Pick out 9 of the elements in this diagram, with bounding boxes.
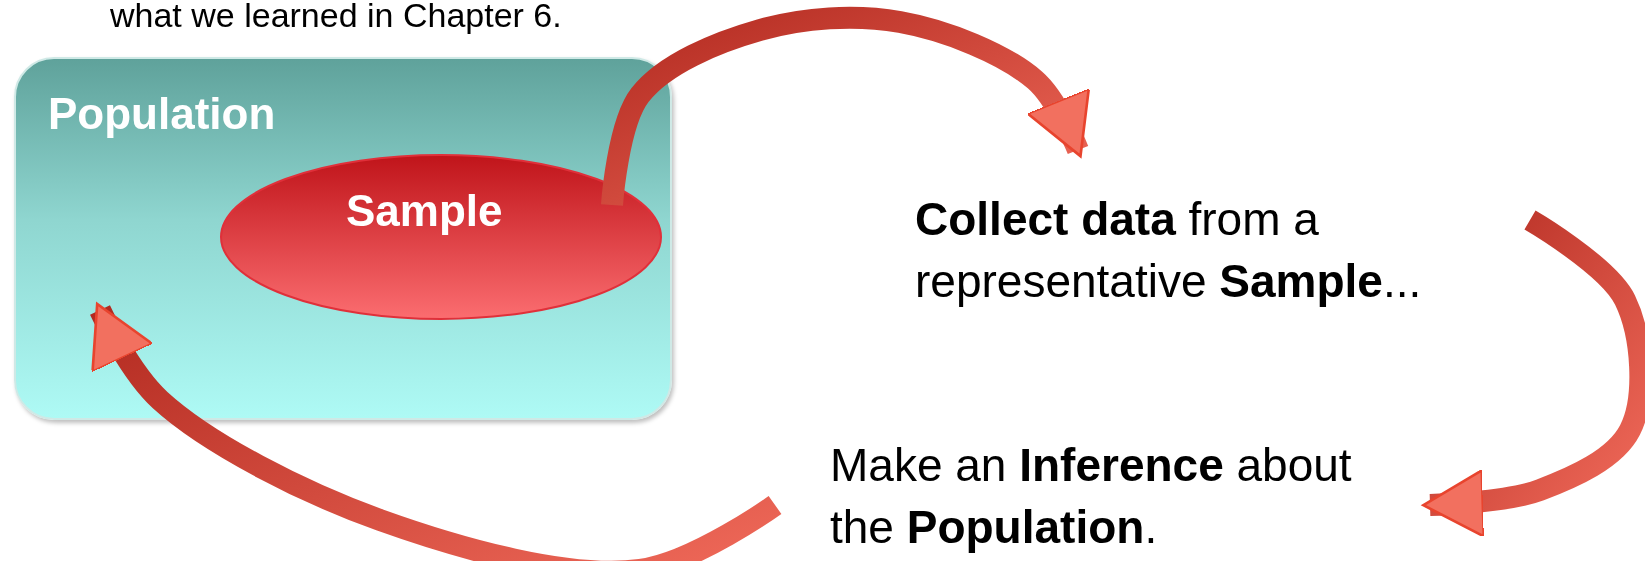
- population-box: [14, 57, 672, 420]
- note-text: what we learned in Chapter 6.: [110, 0, 562, 35]
- curved-arrow: [1422, 210, 1645, 538]
- curved-arrow: [601, 6, 1090, 206]
- sample-label: Sample: [346, 186, 503, 236]
- step-text: Collect data from a representative Sample...: [915, 192, 1423, 309]
- step-text: Make an Inference about the Population.: [830, 438, 1353, 555]
- population-heading: Population: [48, 89, 276, 139]
- curved-arrow: [90, 302, 782, 561]
